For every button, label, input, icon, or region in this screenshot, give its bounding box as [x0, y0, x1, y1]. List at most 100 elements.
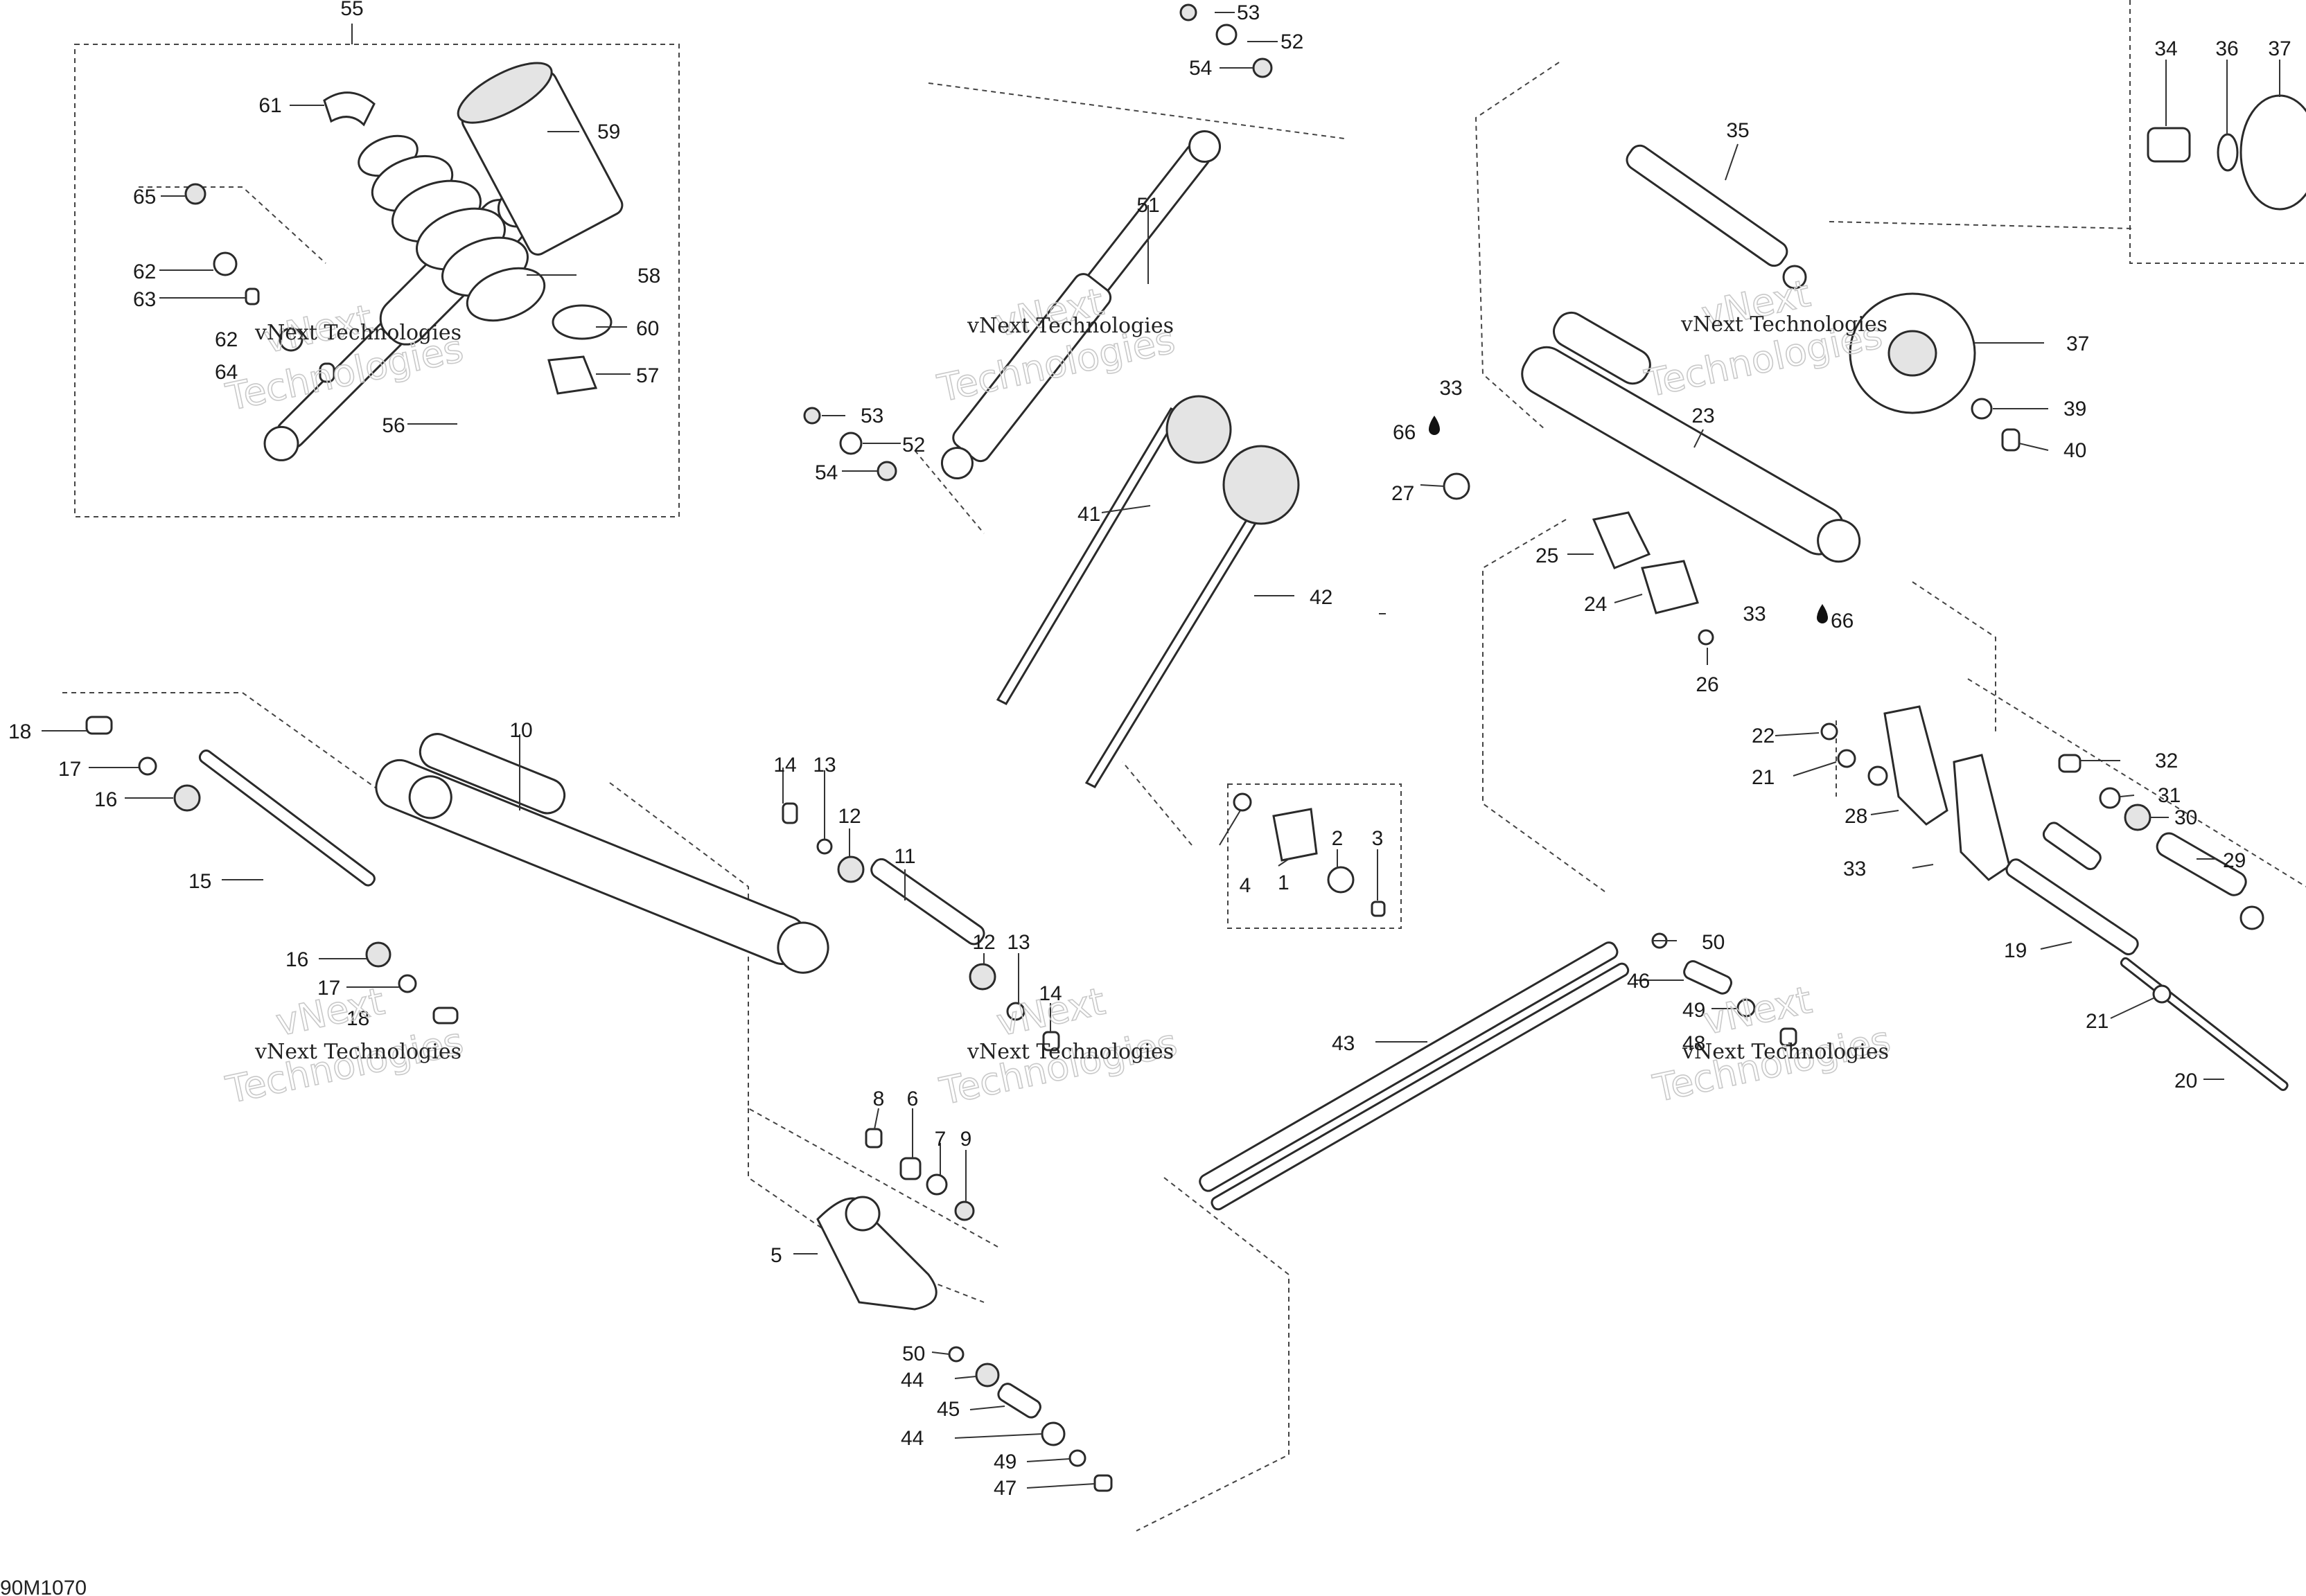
- callout-1: 1: [1278, 871, 1290, 894]
- small-parts-kit-frame: [1227, 783, 1402, 929]
- watermark-text: vNext Technologies: [1682, 1040, 1889, 1064]
- callout-50a: 50: [902, 1342, 925, 1365]
- callout-37b: 37: [2066, 332, 2089, 355]
- callout-31: 31: [2158, 784, 2181, 807]
- callout-20: 20: [2174, 1070, 2197, 1092]
- shock-cover: [457, 62, 624, 256]
- callout-24: 24: [1584, 593, 1607, 616]
- callout-18b: 18: [346, 1007, 369, 1030]
- callout-8: 8: [873, 1088, 885, 1110]
- spring-ring: [552, 304, 613, 340]
- adjuster-collar: [547, 355, 598, 395]
- callout-6: 6: [907, 1088, 919, 1110]
- leader-lines: [42, 12, 2280, 1489]
- callout-15: 15: [188, 870, 211, 893]
- torsion-springs: [996, 395, 1300, 788]
- rear-arm-assembly: [1443, 311, 1861, 646]
- callout-22: 22: [1752, 725, 1775, 747]
- callout-16b: 16: [285, 948, 308, 971]
- callout-18a: 18: [8, 720, 31, 743]
- callout-55: 55: [340, 0, 363, 20]
- watermark-text: vNext Technologies: [967, 1040, 1174, 1064]
- callout-13b: 13: [1007, 931, 1030, 954]
- callout-66a: 66: [1393, 421, 1416, 444]
- callout-9: 9: [960, 1128, 972, 1151]
- callout-56: 56: [382, 414, 405, 437]
- callout-21b: 21: [2086, 1010, 2109, 1033]
- callout-17b: 17: [317, 977, 340, 1000]
- callout-45: 45: [937, 1398, 960, 1421]
- side-plate-lower: [1641, 560, 1699, 614]
- bushing: [213, 251, 238, 276]
- callout-49b: 49: [1682, 999, 1705, 1022]
- callout-12b: 12: [972, 931, 995, 954]
- oil-drop-icon: [1817, 604, 1828, 623]
- callout-65: 65: [133, 186, 156, 209]
- callout-30: 30: [2174, 806, 2197, 829]
- callout-4: 4: [1240, 874, 1251, 897]
- callout-51: 51: [1136, 194, 1159, 217]
- rear-link-assembly: [1199, 705, 2289, 1211]
- callout-60: 60: [636, 317, 659, 340]
- callout-44b: 44: [901, 1427, 924, 1450]
- callout-52a: 52: [1280, 30, 1303, 53]
- callout-62b: 62: [215, 328, 238, 351]
- idler-wheel-assembly: [1626, 94, 2306, 452]
- callout-27: 27: [1391, 482, 1414, 505]
- callout-17a: 17: [58, 758, 81, 781]
- callout-40: 40: [2063, 439, 2086, 462]
- front-arm-assembly: [85, 716, 1060, 1052]
- callout-62a: 62: [133, 260, 156, 283]
- callout-16a: 16: [94, 788, 117, 811]
- callout-32: 32: [2155, 750, 2178, 772]
- shock-kit-frame: [74, 44, 680, 517]
- callout-52b: 52: [902, 434, 925, 456]
- callout-46: 46: [1627, 970, 1650, 993]
- lube-markers: [1429, 416, 1828, 623]
- callout-10: 10: [509, 719, 532, 742]
- watermark-text: vNext Technologies: [967, 314, 1174, 338]
- callout-42: 42: [1310, 586, 1332, 609]
- nut: [184, 183, 206, 205]
- callout-19: 19: [2004, 939, 2027, 962]
- callout-49a: 49: [994, 1451, 1016, 1473]
- callout-63: 63: [133, 288, 156, 311]
- callout-14a: 14: [773, 754, 796, 777]
- callout-14b: 14: [1039, 982, 1062, 1005]
- shock-absorber-assembly: [184, 62, 624, 461]
- callout-58: 58: [637, 265, 660, 287]
- callout-25: 25: [1535, 544, 1558, 567]
- front-link-assembly: [816, 1128, 1113, 1492]
- svg-text:Technologies: Technologies: [222, 1019, 466, 1112]
- callout-53a: 53: [1237, 1, 1260, 24]
- oil-drop-icon: [1429, 416, 1440, 435]
- callout-44a: 44: [901, 1369, 924, 1392]
- callout-13a: 13: [813, 754, 836, 777]
- callout-5: 5: [771, 1244, 782, 1267]
- callout-41: 41: [1077, 503, 1100, 526]
- callout-33a: 33: [1439, 377, 1462, 400]
- callout-21a: 21: [1752, 766, 1775, 789]
- side-plate: [1592, 511, 1651, 569]
- callout-3: 3: [1372, 827, 1384, 850]
- callout-28: 28: [1845, 805, 1867, 828]
- callout-11: 11: [894, 845, 915, 868]
- callout-33b: 33: [1743, 603, 1766, 626]
- callout-66b: 66: [1831, 610, 1854, 632]
- drawing-code: 90M1070: [0, 1577, 87, 1596]
- callout-labels: 55 61 59 58 60 57 56 65 62 63 62 64 53 5…: [8, 0, 2291, 1500]
- callout-59: 59: [597, 121, 620, 143]
- callout-61: 61: [258, 94, 281, 117]
- callout-23: 23: [1691, 405, 1714, 427]
- callout-48: 48: [1682, 1032, 1705, 1055]
- coil-spring: [358, 134, 546, 322]
- callout-26: 26: [1696, 673, 1718, 696]
- watermark-text: vNext Technologies: [1680, 312, 1887, 337]
- callout-54a: 54: [1189, 57, 1212, 80]
- watermark-text: vNext Technologies: [254, 321, 461, 345]
- watermark-text: vNext Technologies: [254, 1040, 461, 1064]
- callout-54b: 54: [815, 461, 838, 484]
- callout-57: 57: [636, 364, 659, 387]
- spring-seat: [323, 91, 376, 127]
